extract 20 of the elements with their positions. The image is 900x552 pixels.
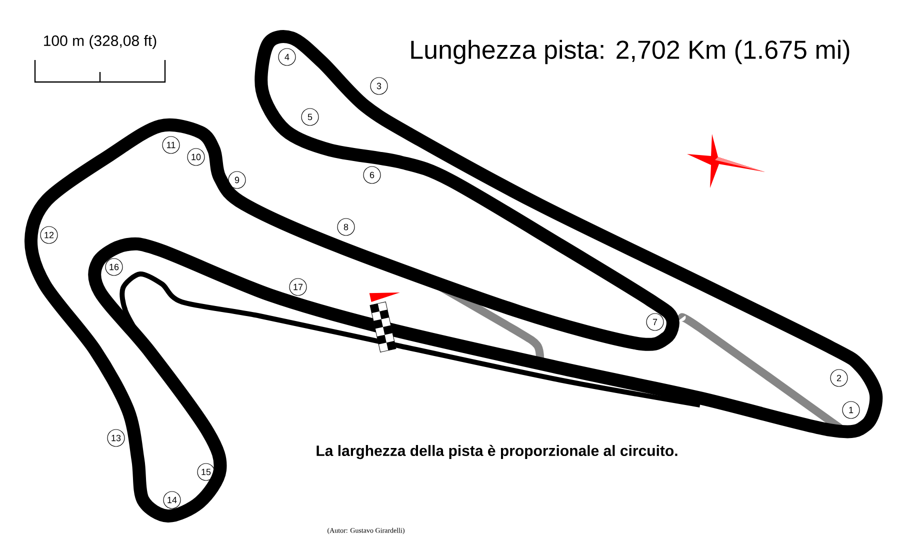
corner-number: 16 <box>105 258 123 276</box>
corner-number: 13 <box>107 429 125 447</box>
corner-number: 11 <box>162 136 180 154</box>
corner-number: 2 <box>830 369 848 387</box>
corner-number: 3 <box>370 77 388 95</box>
scale-label: 100 m (328,08 ft) <box>44 35 156 49</box>
corner-number: 9 <box>228 171 246 189</box>
corner-number: 5 <box>301 108 319 126</box>
corner-number: 8 <box>337 218 355 236</box>
corner-number: 17 <box>289 278 307 296</box>
corner-number: 4 <box>278 48 296 66</box>
title: Lunghezza pista: 2,702 Km (1.675 mi) <box>411 40 850 64</box>
corner-number: 7 <box>646 313 664 331</box>
note: La larghezza della pista è proporzionale al circuito. <box>316 444 678 460</box>
corner-number: 12 <box>40 226 58 244</box>
corner-number: 10 <box>187 148 205 166</box>
corner-number: 6 <box>363 166 381 184</box>
corner-number: 15 <box>197 463 215 481</box>
corner-number: 14 <box>163 491 181 509</box>
corner-number: 1 <box>842 401 860 419</box>
